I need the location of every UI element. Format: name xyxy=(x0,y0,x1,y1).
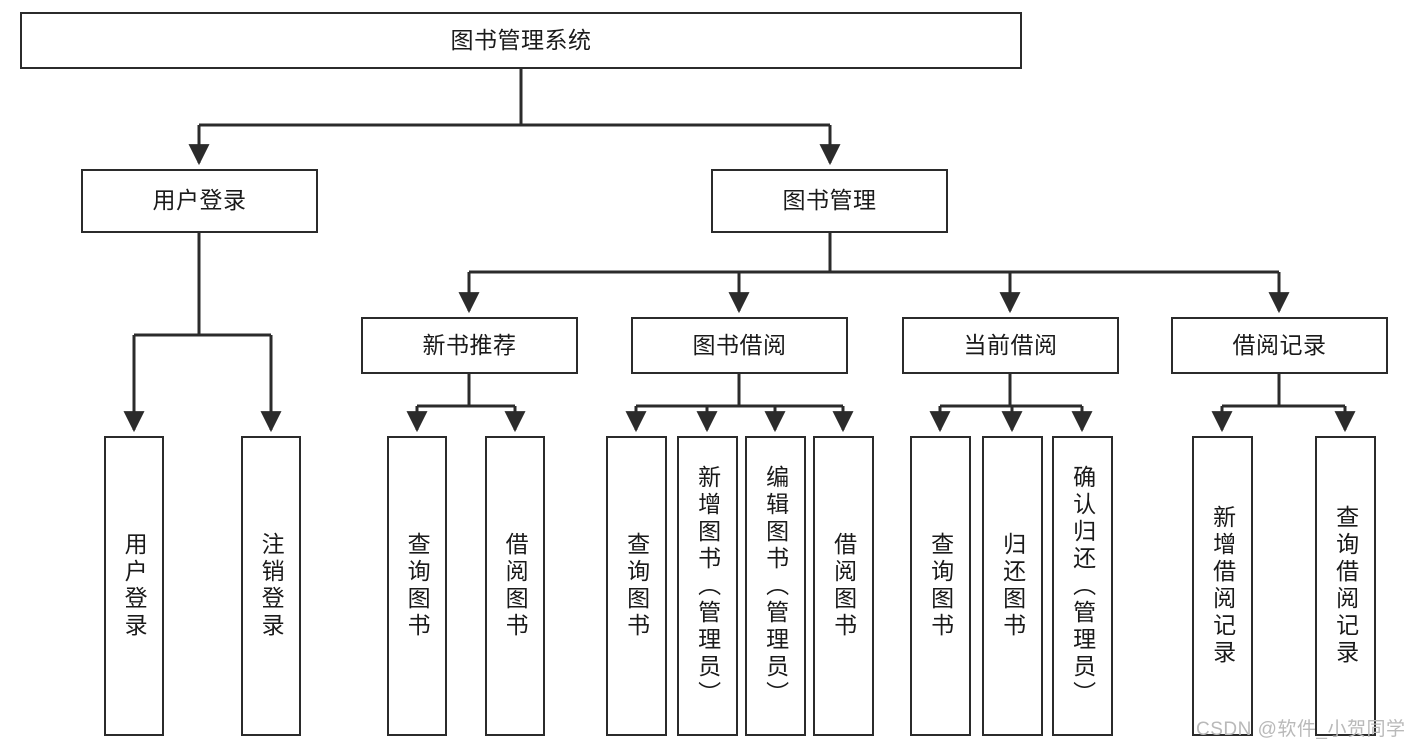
leaf-borrow-book-label: 借阅图书 xyxy=(830,532,857,640)
node-book-manage[interactable]: 图书管理 xyxy=(711,169,948,233)
leaf-query-book-borrow-label: 查询图书 xyxy=(623,532,650,640)
leaf-query-book-recommend-label: 查询图书 xyxy=(404,532,431,640)
leaf-borrow-book[interactable]: 借阅图书 xyxy=(813,436,874,736)
csdn-watermark: CSDN @软件_小贺同学 xyxy=(1196,719,1405,740)
node-book-borrow[interactable]: 图书借阅 xyxy=(631,317,848,374)
node-current-borrow-label: 当前借阅 xyxy=(963,331,1058,358)
leaf-query-borrow-record[interactable]: 查询借阅记录 xyxy=(1315,436,1376,736)
leaf-query-book-current-label: 查询图书 xyxy=(927,532,954,640)
leaf-user-login[interactable]: 用户登录 xyxy=(104,436,164,736)
leaf-query-book-current[interactable]: 查询图书 xyxy=(910,436,971,736)
leaf-add-borrow-record[interactable]: 新增借阅记录 xyxy=(1192,436,1253,736)
leaf-edit-book-admin[interactable]: 编辑图书（管理员） xyxy=(745,436,806,736)
node-root-label: 图书管理系统 xyxy=(450,26,592,53)
node-borrow-record-label: 借阅记录 xyxy=(1232,331,1327,358)
node-book-borrow-label: 图书借阅 xyxy=(692,331,787,358)
leaf-borrow-book-recommend[interactable]: 借阅图书 xyxy=(485,436,545,736)
node-book-manage-label: 图书管理 xyxy=(782,187,877,214)
leaf-confirm-return-admin[interactable]: 确认归还（管理员） xyxy=(1052,436,1113,736)
leaf-add-borrow-record-label: 新增借阅记录 xyxy=(1209,505,1236,667)
node-new-book-recommend[interactable]: 新书推荐 xyxy=(361,317,578,374)
node-borrow-record[interactable]: 借阅记录 xyxy=(1171,317,1388,374)
leaf-edit-book-admin-label: 编辑图书（管理员） xyxy=(762,464,789,708)
leaf-add-book-admin-label: 新增图书（管理员） xyxy=(694,464,721,708)
leaf-borrow-book-recommend-label: 借阅图书 xyxy=(502,532,529,640)
leaf-return-book[interactable]: 归还图书 xyxy=(982,436,1043,736)
leaf-query-borrow-record-label: 查询借阅记录 xyxy=(1332,505,1359,667)
node-user-login[interactable]: 用户登录 xyxy=(81,169,318,233)
node-current-borrow[interactable]: 当前借阅 xyxy=(902,317,1119,374)
leaf-confirm-return-admin-label: 确认归还（管理员） xyxy=(1069,464,1096,708)
node-root[interactable]: 图书管理系统 xyxy=(20,12,1022,69)
leaf-return-book-label: 归还图书 xyxy=(999,532,1026,640)
leaf-logout[interactable]: 注销登录 xyxy=(241,436,301,736)
leaf-user-login-label: 用户登录 xyxy=(121,532,148,640)
leaf-logout-label: 注销登录 xyxy=(258,532,285,640)
leaf-query-book-borrow[interactable]: 查询图书 xyxy=(606,436,667,736)
node-user-login-label: 用户登录 xyxy=(152,187,247,214)
node-new-book-recommend-label: 新书推荐 xyxy=(422,331,517,358)
leaf-add-book-admin[interactable]: 新增图书（管理员） xyxy=(677,436,738,736)
leaf-query-book-recommend[interactable]: 查询图书 xyxy=(387,436,447,736)
